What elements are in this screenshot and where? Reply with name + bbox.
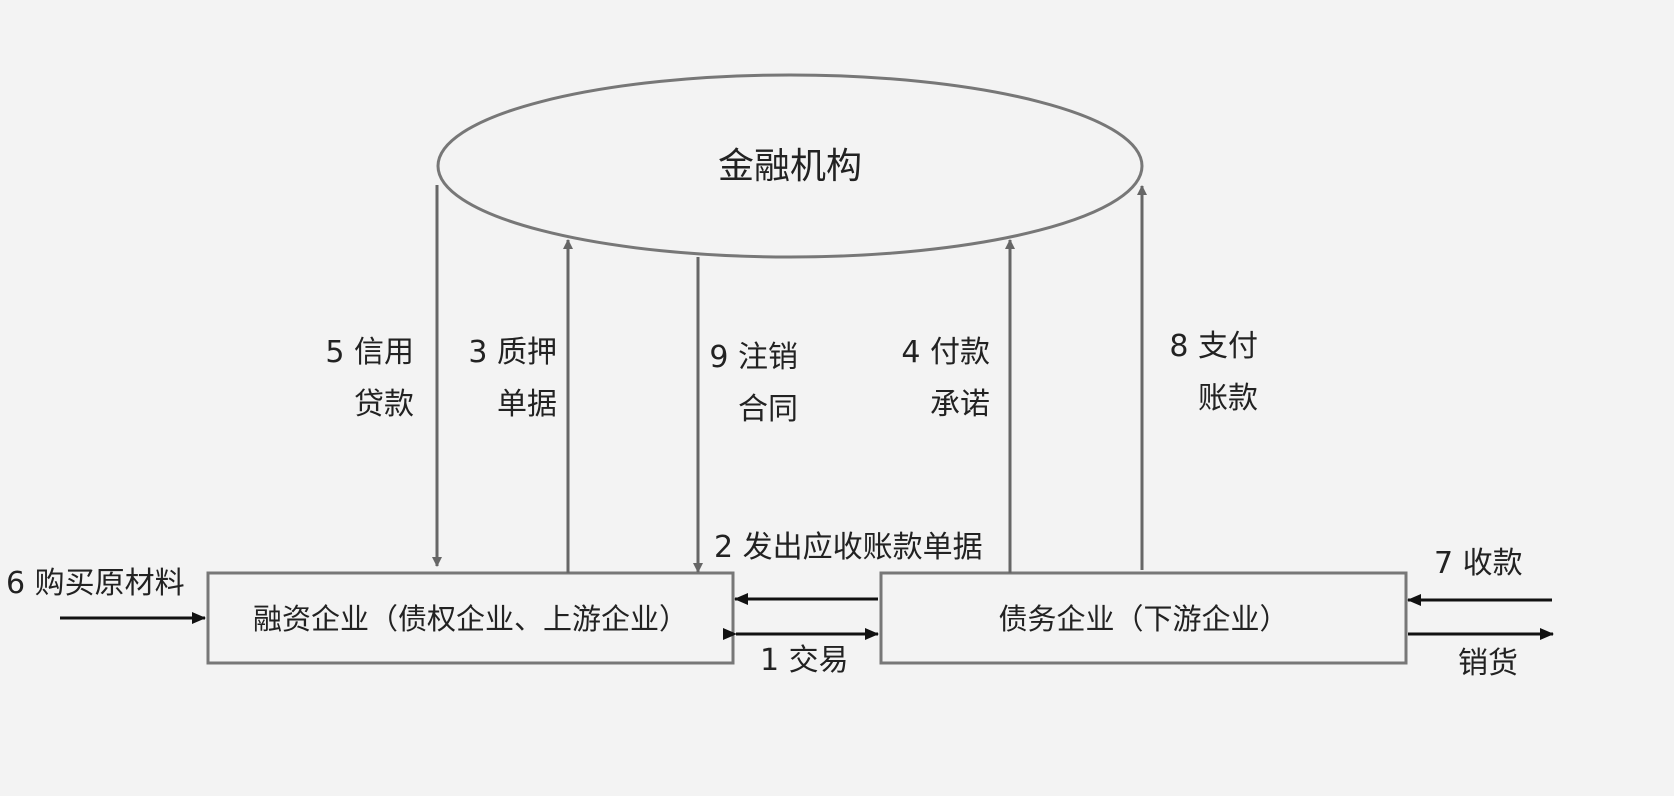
financing-company-box [206, 571, 735, 665]
financing-company-label: 融资企业（债权企业、上游企业） [252, 602, 688, 636]
credit-loan-line1: 5 信用 [325, 335, 414, 370]
payment-promise-label: 4 付款 承诺 [870, 327, 990, 431]
collect-payment-label: 7 收款 [1434, 546, 1523, 581]
pay-account-label: 8 支付 账款 [1140, 321, 1258, 425]
cancel-contract-label: 9 注销 合同 [690, 332, 798, 436]
cancel-contract-line2: 合同 [738, 392, 798, 427]
issue-receivable-label: 2 发出应收账款单据 [714, 530, 983, 565]
debtor-company-box [879, 571, 1408, 665]
pledge-docs-line1: 3 质押 [468, 335, 557, 370]
pay-account-line2: 账款 [1198, 381, 1258, 416]
pledge-docs-label: 3 质押 单据 [440, 327, 557, 431]
transaction-label: 1 交易 [760, 643, 849, 678]
pledge-docs-line2: 单据 [497, 387, 557, 422]
buy-materials-label: 6 购买原材料 [6, 566, 185, 601]
payment-promise-line1: 4 付款 [901, 335, 990, 370]
debtor-company-label: 债务企业（下游企业） [998, 602, 1289, 636]
financial-institution-ellipse [436, 73, 1144, 259]
pay-account-line1: 8 支付 [1169, 329, 1258, 364]
credit-loan-line2: 贷款 [354, 387, 414, 422]
financial-institution-label: 金融机构 [717, 146, 862, 187]
payment-promise-line2: 承诺 [930, 387, 990, 422]
credit-loan-label: 5 信用 贷款 [300, 327, 414, 431]
cancel-contract-line1: 9 注销 [709, 340, 798, 375]
sell-goods-label: 销货 [1458, 646, 1518, 681]
